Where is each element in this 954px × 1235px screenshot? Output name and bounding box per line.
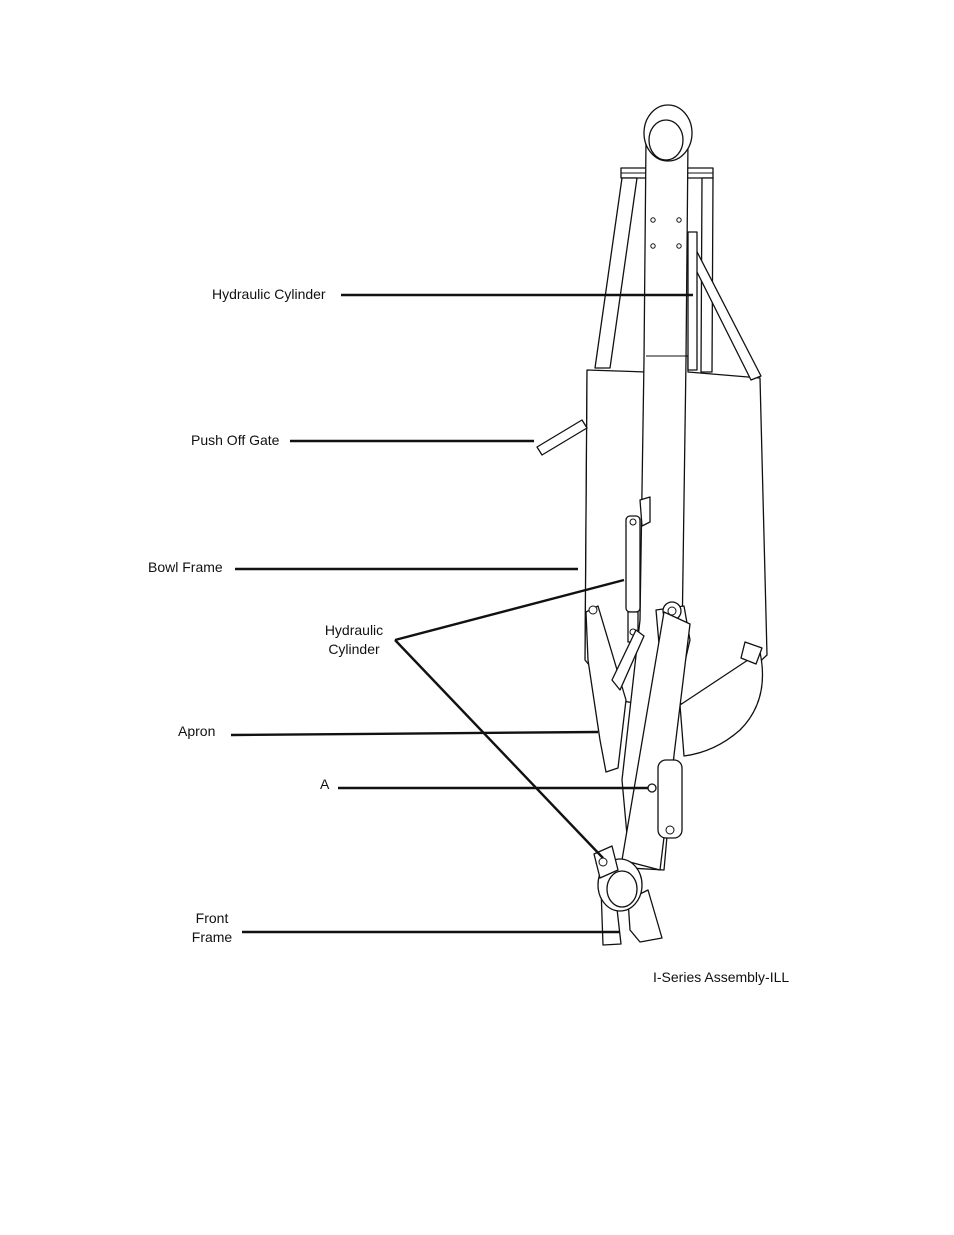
scraper-drawing	[536, 104, 768, 946]
left-rear-strut	[594, 177, 638, 369]
label-front-frame-line2: Frame	[191, 929, 233, 945]
label-hydraulic-cylinder-mid-line1: Hydraulic	[324, 622, 384, 638]
leader-hydraulic-cylinder-mid-b	[394, 639, 604, 859]
apron-shell	[679, 641, 764, 757]
label-hydraulic-cylinder-mid: Hydraulic Cylinder	[318, 621, 390, 659]
leader-hydraulic-cylinder-mid-a	[394, 578, 625, 642]
top-arm-cap	[643, 104, 693, 162]
label-push-off-gate: Push Off Gate	[191, 432, 280, 448]
label-hydraulic-cylinder-mid-line2: Cylinder	[328, 641, 380, 657]
hydraulic-cylinder-lower	[621, 611, 691, 871]
figure-caption: I-Series Assembly-ILL	[653, 969, 790, 985]
label-hydraulic-cylinder-top: Hydraulic Cylinder	[212, 286, 326, 302]
push-off-gate	[536, 419, 588, 456]
label-apron: Apron	[178, 723, 216, 739]
hydraulic-cylinder-mid	[625, 496, 651, 643]
label-front-frame: Front Frame	[186, 909, 238, 947]
label-point-a: A	[320, 776, 330, 792]
leader-apron	[230, 730, 599, 737]
leader-lines	[230, 293, 693, 934]
label-front-frame-line1: Front	[195, 910, 229, 926]
inner-vertical-post	[687, 231, 698, 371]
label-bowl-frame: Bowl Frame	[148, 559, 223, 575]
point-a-pin	[647, 783, 657, 793]
front-frame-structure	[593, 845, 663, 946]
arm-bolt-holes	[650, 217, 682, 249]
